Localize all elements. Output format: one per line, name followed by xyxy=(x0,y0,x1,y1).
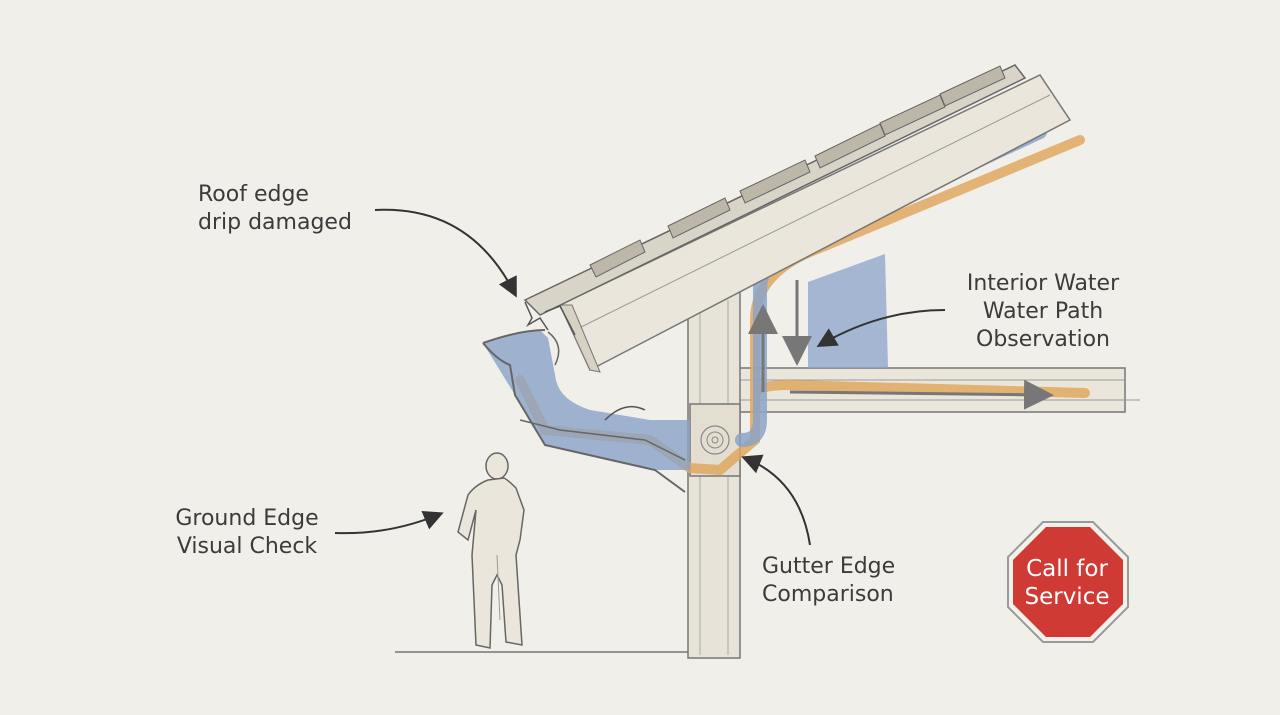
ground-edge-label-line1: Ground Edge xyxy=(175,506,319,531)
interior-water-label-line2: Water Path xyxy=(982,299,1104,324)
interior-arrow xyxy=(816,309,946,348)
roof-edge-label: Roof edge drip damaged xyxy=(198,181,352,237)
gutter-edge-label-line2: Comparison xyxy=(762,582,894,607)
ground-edge-label: Ground Edge Visual Check xyxy=(168,505,326,561)
call-for-service-button[interactable]: Call for Service xyxy=(1010,555,1124,611)
stop-sign-icon[interactable] xyxy=(1007,521,1129,643)
call-for-service-line2: Service xyxy=(1024,584,1110,610)
roof-edge-label-line2: drip damaged xyxy=(198,210,352,235)
roof-edge-label-line1: Roof edge xyxy=(198,182,309,207)
interior-water-label-line3: Observation xyxy=(976,327,1110,352)
flow-arrows xyxy=(748,280,1054,410)
interior-wet-area xyxy=(808,254,888,368)
gutter-edge-label-line1: Gutter Edge xyxy=(762,554,896,579)
damaged-drip-edge xyxy=(524,301,576,336)
gutter xyxy=(482,329,690,493)
roof-edge-arrow xyxy=(374,208,517,298)
call-for-service-line1: Call for xyxy=(1026,556,1108,582)
roof-shingles xyxy=(523,64,1027,316)
interior-water-label-line1: Interior Water xyxy=(966,271,1120,296)
rafter xyxy=(559,74,1072,373)
callout-arrows xyxy=(334,208,946,546)
interior-water-label: Interior Water Water Path Observation xyxy=(952,270,1134,354)
gutter-arrow xyxy=(741,454,811,546)
ground-arrow xyxy=(334,510,444,535)
person-figure-icon xyxy=(457,452,525,649)
wall-post xyxy=(687,291,741,659)
ground-edge-label-line2: Visual Check xyxy=(176,534,318,559)
gutter-edge-label: Gutter Edge Comparison xyxy=(762,553,895,609)
